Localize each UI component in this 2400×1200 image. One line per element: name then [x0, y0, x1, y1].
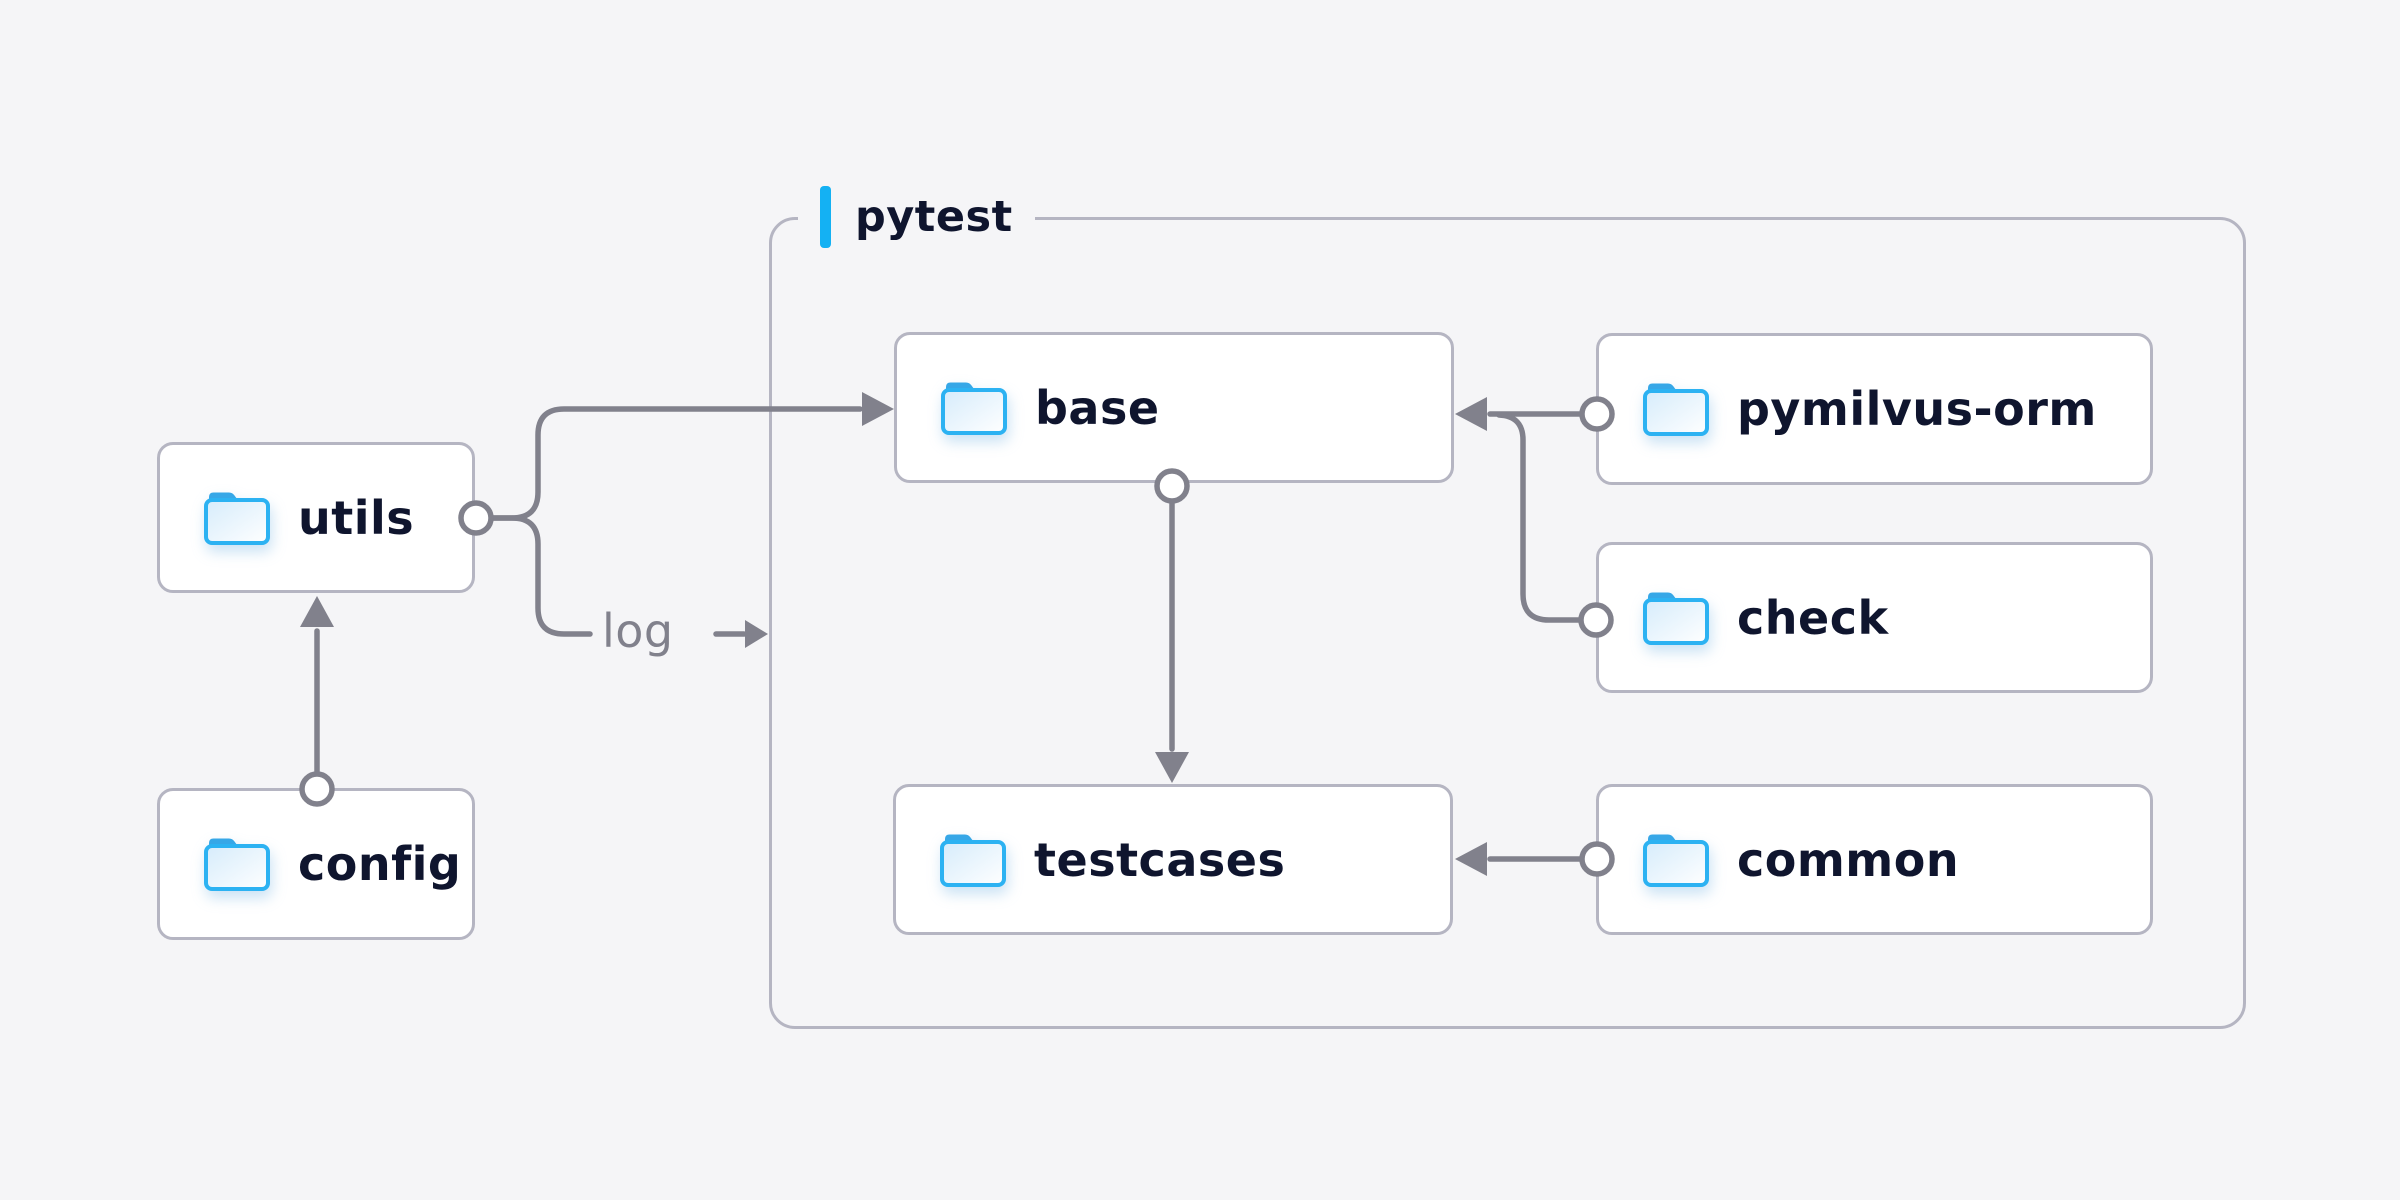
node-label: check [1737, 590, 1889, 645]
node-testcases: testcases [893, 784, 1453, 935]
node-label: utils [298, 490, 415, 545]
node-common: common [1596, 784, 2153, 935]
node-base: base [894, 332, 1454, 483]
pytest-label-text: pytest [855, 192, 1013, 242]
folder-icon [1643, 383, 1709, 436]
node-config: config [157, 788, 475, 940]
edge-config-utils [299, 596, 335, 807]
pytest-container [769, 217, 2246, 1029]
log-edge-label: log [602, 604, 674, 658]
node-check: check [1596, 542, 2153, 693]
folder-icon [204, 492, 270, 545]
folder-icon [204, 838, 270, 891]
folder-icon [1643, 834, 1709, 887]
pytest-label: pytest [798, 186, 1035, 248]
node-label: base [1035, 380, 1160, 435]
node-utils: utils [157, 442, 475, 593]
node-label: pymilvus-orm [1737, 382, 2097, 436]
accent-bar-icon [820, 186, 831, 248]
node-label: common [1737, 832, 1960, 887]
folder-icon [1643, 592, 1709, 645]
folder-icon [941, 382, 1007, 435]
node-label: testcases [1034, 832, 1286, 887]
folder-icon [940, 834, 1006, 887]
node-pymilvus-orm: pymilvus-orm [1596, 333, 2153, 485]
node-label: config [298, 837, 462, 891]
